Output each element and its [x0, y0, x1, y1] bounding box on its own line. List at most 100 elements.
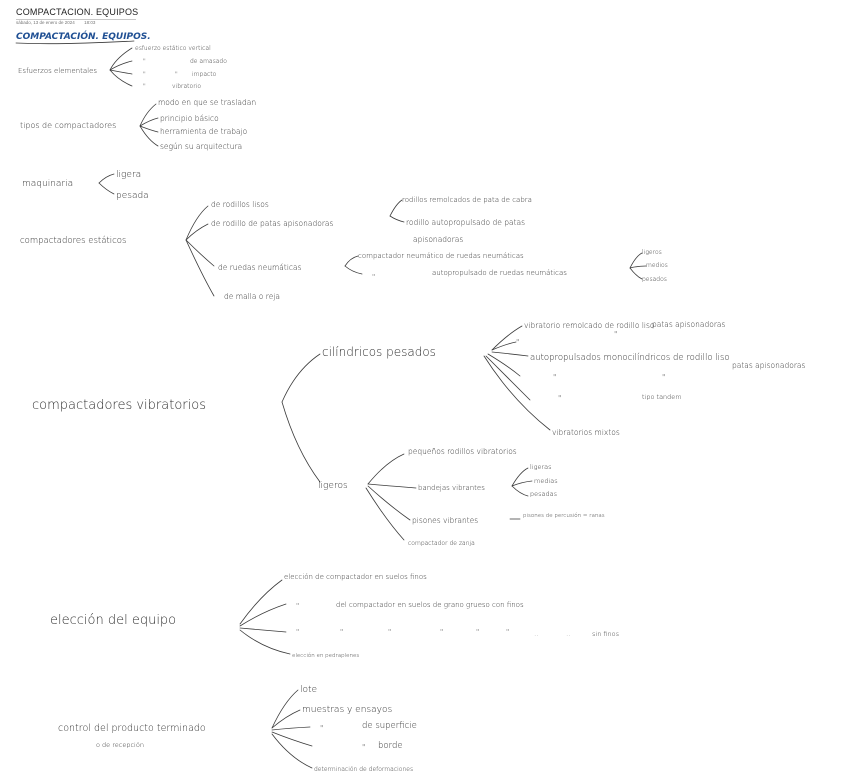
cil-subitem: tipo tandem	[642, 393, 682, 401]
branch-line	[139, 103, 157, 127]
branch-line	[344, 255, 359, 267]
ditto-mark: ..	[534, 630, 538, 638]
ditto-mark: "	[614, 330, 617, 339]
branch-line	[109, 69, 133, 75]
ditto-mark: "	[143, 71, 146, 78]
ditto-mark: "	[553, 373, 556, 382]
control-sublabel: o de recepción	[96, 741, 144, 749]
estatico-item: de malla o reja	[224, 292, 280, 301]
branch-line	[139, 125, 159, 147]
vibratorios-label: compactadores vibratorios	[32, 398, 206, 413]
esfuerzo-item: de amasado	[190, 58, 227, 65]
cil-subitem: autopropulsados monocilíndricos de rodil…	[530, 353, 730, 363]
section-tipos: tipos de compactadores modo en que se tr…	[20, 98, 256, 151]
tipo-item: modo en que se trasladan	[158, 98, 256, 107]
branch-line	[271, 731, 313, 747]
lig-subitem: pequeños rodillos vibratorios	[408, 447, 517, 456]
estatico-item: de rodillo de patas apisonadoras	[211, 219, 334, 228]
ditto-mark: ..	[566, 630, 570, 638]
branch-line	[389, 199, 403, 217]
branch-line	[98, 173, 115, 184]
patas-subitem: rodillos remolcados de pata de cabra	[402, 196, 532, 204]
eleccion-item: del compactador en suelos de grano grues…	[336, 601, 524, 609]
branch-line	[365, 487, 405, 541]
maquinaria-item: ligera	[116, 170, 141, 180]
branch-line	[629, 265, 647, 269]
esfuerzo-item: esfuerzo estático vertical	[135, 45, 211, 52]
branch-line	[491, 325, 523, 351]
section-estaticos: compactadores estáticos de rodillos liso…	[20, 196, 668, 301]
neu-subitem: autopropulsado de ruedas neumáticas	[432, 269, 567, 277]
branch-line	[239, 627, 287, 633]
control-item: de superficie	[362, 721, 417, 731]
branch-line	[629, 267, 643, 280]
branch-line	[98, 182, 115, 195]
neu-subitem: compactador neumático de ruedas neumátic…	[358, 252, 524, 260]
branch-line	[185, 239, 215, 297]
branch-line	[109, 60, 133, 71]
cilindricos-label: cilíndricos pesados	[322, 345, 436, 359]
estatico-item: de ruedas neumáticas	[218, 263, 302, 272]
branch-line	[109, 47, 133, 71]
branch-line	[491, 341, 517, 351]
neu-size: medios	[646, 262, 668, 269]
control-item: muestras y ensayos	[302, 705, 392, 715]
maquinaria-item: pesada	[116, 191, 149, 201]
eleccion-label: elección del equipo	[50, 613, 176, 628]
esfuerzo-item: impacto	[192, 71, 217, 78]
branch-line	[239, 629, 291, 655]
ditto-mark: "	[143, 83, 146, 90]
ditto-mark: "	[662, 373, 665, 382]
ditto-mark: "	[296, 602, 299, 610]
branch-line	[185, 239, 215, 267]
branch-line	[491, 351, 529, 357]
estaticos-label: compactadores estáticos	[20, 235, 126, 246]
lig-subitem: bandejas vibrantes	[418, 484, 485, 492]
ditto-mark: "	[320, 724, 323, 733]
branch-line	[367, 485, 411, 521]
lig-subitem: compactador de zanja	[408, 540, 475, 547]
branch-line	[271, 689, 299, 729]
maquinaria-label: maquinaria	[22, 179, 73, 189]
eleccion-item: elección de compactador en suelos finos	[284, 573, 427, 581]
lig-size: medias	[534, 477, 558, 485]
cil-subitem: vibratorios mixtos	[552, 428, 620, 437]
note-timestamp: sábado, 13 de enero de 2024 18:03	[16, 20, 103, 25]
control-item: borde	[378, 741, 403, 751]
branch-line	[139, 117, 159, 127]
section-maquinaria: maquinaria ligera pesada	[22, 170, 149, 201]
tipo-item: principio básico	[160, 114, 219, 123]
section-control: control del producto terminado o de rece…	[58, 685, 417, 773]
branch-line	[511, 467, 529, 487]
tipo-item: según su arquitectura	[160, 142, 242, 151]
branch-line	[629, 252, 643, 269]
control-item: determinación de deformaciones	[314, 766, 413, 773]
section-eleccion: elección del equipo elección de compacta…	[50, 573, 619, 659]
branch-line	[511, 480, 533, 487]
lig-size: pesadas	[530, 490, 557, 498]
branch-line	[185, 223, 209, 241]
section-vibratorios: compactadores vibratorios cilíndricos pe…	[32, 320, 805, 547]
ditto-mark: "	[440, 628, 443, 636]
branch-line	[344, 265, 363, 275]
ditto-mark: "	[476, 628, 479, 636]
heading-underline	[15, 40, 135, 45]
branch-line	[367, 483, 417, 489]
cil-subitem: patas apisonadoras	[652, 320, 725, 329]
branch-line	[109, 69, 133, 87]
tipos-label: tipos de compactadores	[20, 121, 116, 130]
branch-line	[487, 353, 521, 377]
ditto-mark: "	[516, 338, 519, 347]
ditto-mark: "	[506, 628, 509, 636]
estatico-item: de rodillos lisos	[211, 200, 269, 209]
control-item: lote	[300, 685, 317, 695]
eleccion-item: sin finos	[592, 630, 619, 638]
lig-subitem: pisones vibrantes	[412, 516, 478, 525]
branch-line	[271, 709, 301, 729]
ditto-mark: "	[143, 58, 146, 65]
branch-line	[485, 355, 531, 401]
branch-line	[389, 215, 405, 223]
ditto-mark: "	[296, 628, 299, 636]
page-title: COMPACTACION. EQUIPOS	[16, 7, 139, 17]
